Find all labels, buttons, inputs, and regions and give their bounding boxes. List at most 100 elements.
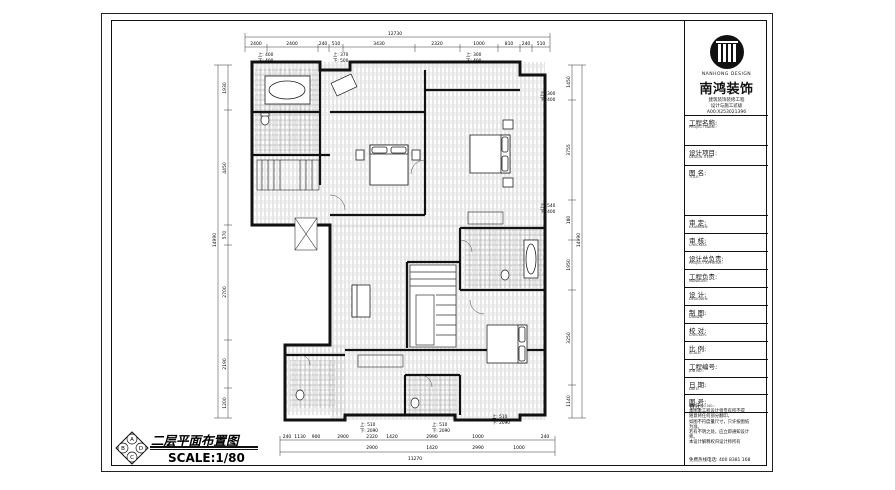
- title-block-divider: [685, 412, 768, 413]
- brand-sub-1: 建筑装饰装修工程: [708, 98, 745, 103]
- title-block-row: 设 计:DESIGNER:: [685, 287, 768, 305]
- bed-master: [355, 144, 421, 186]
- top-segment-dim: 240: [319, 41, 328, 47]
- outer-frame: [101, 13, 773, 472]
- elevation-label: 上: 400: [258, 51, 274, 58]
- elevation-sub: 下: 2090: [432, 428, 450, 434]
- left-segment-dims: 1930 4450 570 2700 2190 1200 14990: [212, 82, 228, 409]
- row-label-cn: 图 名:: [689, 169, 707, 177]
- row-label-en: TITLE:: [689, 175, 700, 179]
- top-segment-dim: 2400: [286, 41, 298, 47]
- elevation-label: 上: 510: [360, 421, 376, 428]
- compass-c: C: [130, 455, 134, 461]
- sofa-lounge: [351, 284, 371, 318]
- drawing-scale: SCALE:1/80: [168, 451, 245, 465]
- bottom-segment-dim: 2990: [426, 434, 438, 440]
- title-block-row: 图 名:TITLE:: [685, 165, 768, 215]
- row-label-cn: 日 期:: [689, 381, 707, 389]
- row-label-en: JOB NO.:: [689, 369, 704, 373]
- row-label-cn: 制 图:: [689, 309, 707, 317]
- top-segment-dim: 240: [522, 41, 531, 47]
- elevation-sub: 下: 2090: [492, 420, 510, 426]
- elevation-sub: 下: 500: [333, 58, 349, 64]
- bottom-segment-dim-2: 1000: [513, 445, 525, 451]
- row-label-en: DESIGN ITEM:: [689, 155, 714, 159]
- note-line: 本设计解释权归设计师所有: [689, 440, 741, 446]
- right-dimension-lines: [568, 64, 586, 419]
- row-label-cn: 校 对:: [689, 327, 707, 335]
- compass-b: B: [121, 446, 125, 452]
- left-segment-dim: 2190: [222, 358, 228, 370]
- bottom-segment-dim: 2900: [337, 434, 349, 440]
- bed-north-east: [469, 119, 514, 188]
- title-block-row: 日 期:DATE:: [685, 377, 768, 394]
- right-segment-dim: 1140: [566, 395, 572, 407]
- elevation-sub: 下: 400: [466, 58, 482, 64]
- top-segment-dim: 510: [332, 41, 341, 47]
- row-label-cn: 设 计:: [689, 291, 707, 299]
- row-label-cn: 工程编号:: [689, 363, 718, 371]
- bottom-segment-dim: 1000: [472, 434, 484, 440]
- row-label-en: DESIGNER:: [689, 297, 709, 301]
- left-segment-dim: 4450: [222, 162, 228, 174]
- title-underline-thick: [150, 446, 258, 448]
- row-label-en: CHECKED:: [689, 243, 708, 247]
- left-segment-dim: 1200: [222, 397, 228, 409]
- right-segment-dim: 3250: [566, 332, 572, 344]
- bottom-segment-dim-2: 2900: [366, 445, 378, 451]
- left-segment-dim: 1930: [222, 82, 228, 94]
- right-segment-dim: 1450: [566, 76, 572, 88]
- title-block-row: 工程名称:PROJECT NAME:: [685, 115, 768, 145]
- bottom-segment-dim: 240: [283, 434, 292, 440]
- title-block-row: 校 对:CHECKER:: [685, 323, 768, 341]
- chair: [330, 73, 358, 97]
- title-block-row: 制 图:DRAWN:: [685, 305, 768, 323]
- row-label-cn: 工程负责:: [689, 273, 718, 281]
- elevation-sub: 下: 400: [258, 58, 274, 64]
- hotline: 免费热线电话: 400 8381 168: [689, 458, 751, 463]
- note-line: 若有不明之处，应立即通知设计: [689, 430, 750, 436]
- bottom-segment-dim-2: 2990: [472, 445, 484, 451]
- note-line: 如图不符度量尺寸，只许按图纸: [689, 419, 750, 425]
- left-segment-dim: 570: [222, 231, 228, 240]
- bathtub: [264, 75, 539, 279]
- row-label-cn: 工程名称:: [689, 119, 718, 127]
- title-block-row: 设计项目:DESIGN ITEM:: [685, 145, 768, 165]
- compass-d: D: [139, 446, 143, 452]
- note-lines: 本图本工程设计师专有所不得随意将任何部分翻印。如图不符度量尺寸，只许按图纸为准。…: [689, 409, 765, 445]
- row-label-en: PROJECT NAME:: [689, 125, 717, 129]
- left-total-dim: 14990: [212, 233, 218, 247]
- top-total-dim: 12730: [388, 31, 402, 37]
- bottom-segment-dim: 1420: [386, 434, 398, 440]
- drawing-title: 二层平面布置图: [151, 433, 239, 448]
- right-segment-dim: 1950: [566, 259, 572, 271]
- row-label-en: DRAWING NO.:: [689, 404, 715, 408]
- bottom-segment-dim: 900: [312, 434, 321, 440]
- right-total-dim: 14990: [576, 233, 582, 247]
- elevation-label: 上: 370: [333, 51, 349, 58]
- company-logo-icon: [710, 35, 744, 69]
- row-label-en: CHECKER:: [689, 333, 707, 337]
- note-line: 师。: [689, 435, 698, 441]
- title-block-row: 比 例:SCALE:: [685, 341, 768, 359]
- closets: [256, 159, 504, 368]
- row-label-en: SCALE:: [689, 351, 702, 355]
- title-block-row: 工程负责:MANAGER:: [685, 269, 768, 287]
- note-line: 为准。: [689, 424, 702, 430]
- top-segment-dim: 2320: [431, 41, 443, 47]
- top-segment-dim: 2400: [250, 41, 262, 47]
- left-segment-dim: 2700: [222, 286, 228, 298]
- toilets: [260, 112, 510, 409]
- title-block-row: 图 号:DRAWING NO.:: [685, 394, 768, 412]
- title-block-row: 审 核:CHECKED:: [685, 233, 768, 251]
- note-title: 备注:: [689, 403, 704, 410]
- right-segment-dim: 3755: [566, 144, 572, 156]
- elevation-sub: 下: 400: [540, 209, 556, 215]
- title-block-row: 审 定:EXAMINER:: [685, 215, 768, 233]
- elevation-label: 上: 540: [540, 202, 556, 209]
- elevation-sub: 下: 400: [540, 97, 556, 103]
